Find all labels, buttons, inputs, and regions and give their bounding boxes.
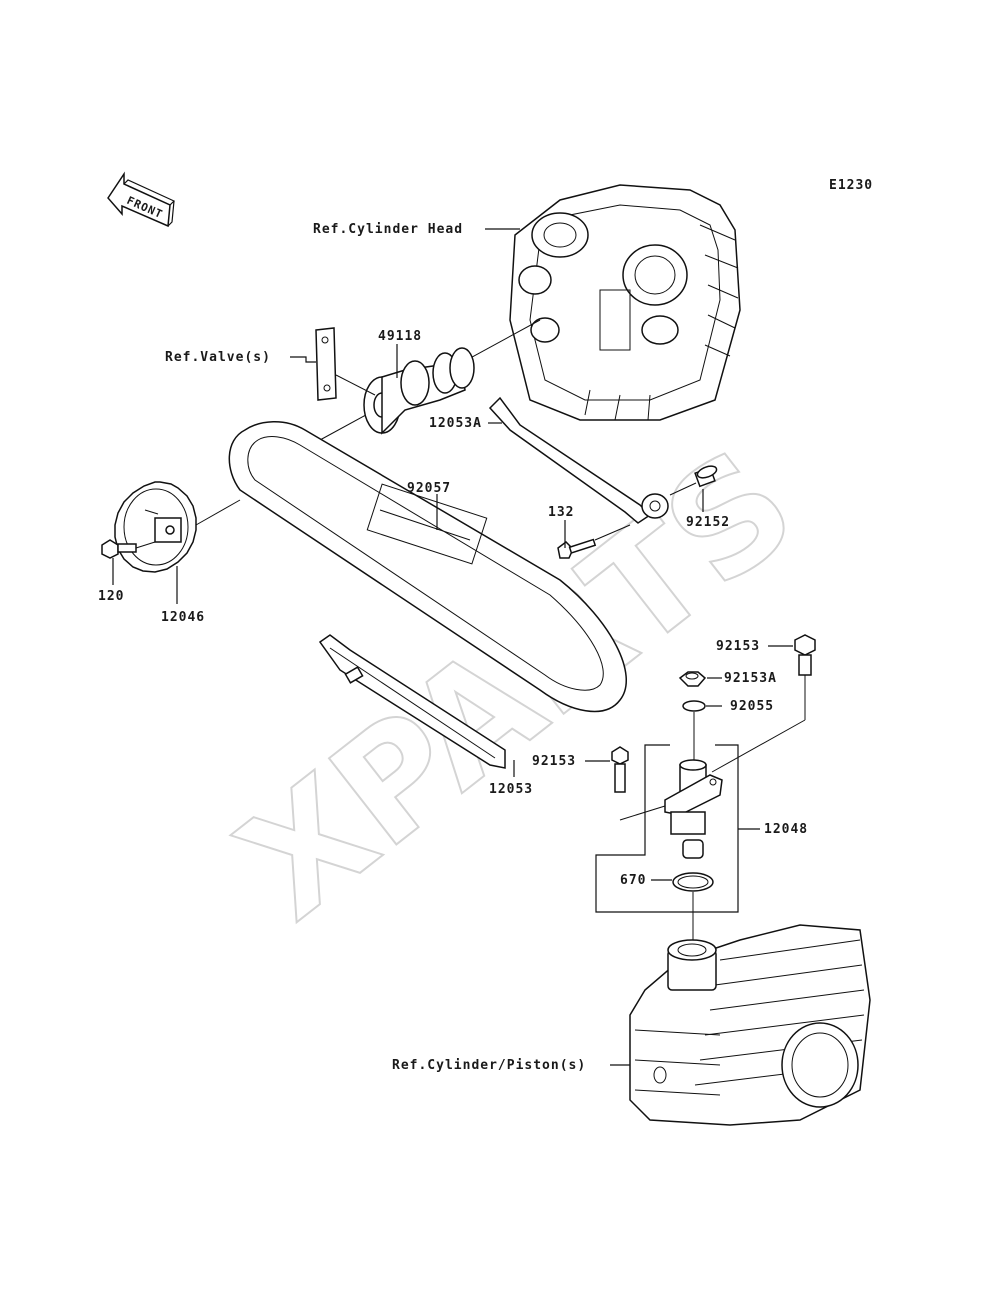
chain-label: 92057 [407, 481, 451, 496]
tensioner-label: 12048 [764, 822, 808, 837]
camshaft-label: 49118 [378, 329, 422, 344]
front-arrow-icon: FRONT [107, 171, 176, 228]
chain-tensioner [619, 759, 723, 859]
nut-92153a [678, 671, 707, 687]
washer-92055 [682, 700, 706, 760]
cam-sprocket [114, 481, 241, 573]
ref-valve-label: Ref.Valve(s) [165, 350, 271, 365]
bolt-120-label: 120 [98, 589, 124, 604]
oring-670-label: 670 [620, 873, 646, 888]
bolt-92153-left [611, 746, 629, 793]
nut-92153a-label: 92153A [724, 671, 777, 686]
chain-guide-lower-label: 12053 [489, 782, 533, 797]
bolt-132-label: 132 [548, 505, 574, 520]
lower-chain-guide [318, 634, 506, 769]
cylinder-block [629, 924, 871, 1126]
cylinder-head [509, 184, 741, 421]
washer-92055-label: 92055 [730, 699, 774, 714]
chain-guide-upper-label: 12053A [429, 416, 482, 431]
diagram-code: E1230 [829, 178, 873, 193]
bolt-92153-left-label: 92153 [532, 754, 576, 769]
ref-cylinder-piston-label: Ref.Cylinder/Piston(s) [392, 1058, 586, 1073]
bolt-92153-top [711, 634, 816, 773]
ref-cylinder-head-label: Ref.Cylinder Head [313, 222, 463, 237]
sprocket-label: 12046 [161, 610, 205, 625]
bolt-92153-top-label: 92153 [716, 639, 760, 654]
valve-bracket [315, 327, 376, 401]
collar-92152 [669, 465, 718, 496]
bolt-132 [557, 524, 631, 559]
camshaft [319, 319, 541, 441]
upper-chain-guide [488, 396, 669, 524]
timing-chain [228, 421, 627, 713]
collar-label: 92152 [686, 515, 730, 530]
bolt-120 [101, 539, 156, 559]
